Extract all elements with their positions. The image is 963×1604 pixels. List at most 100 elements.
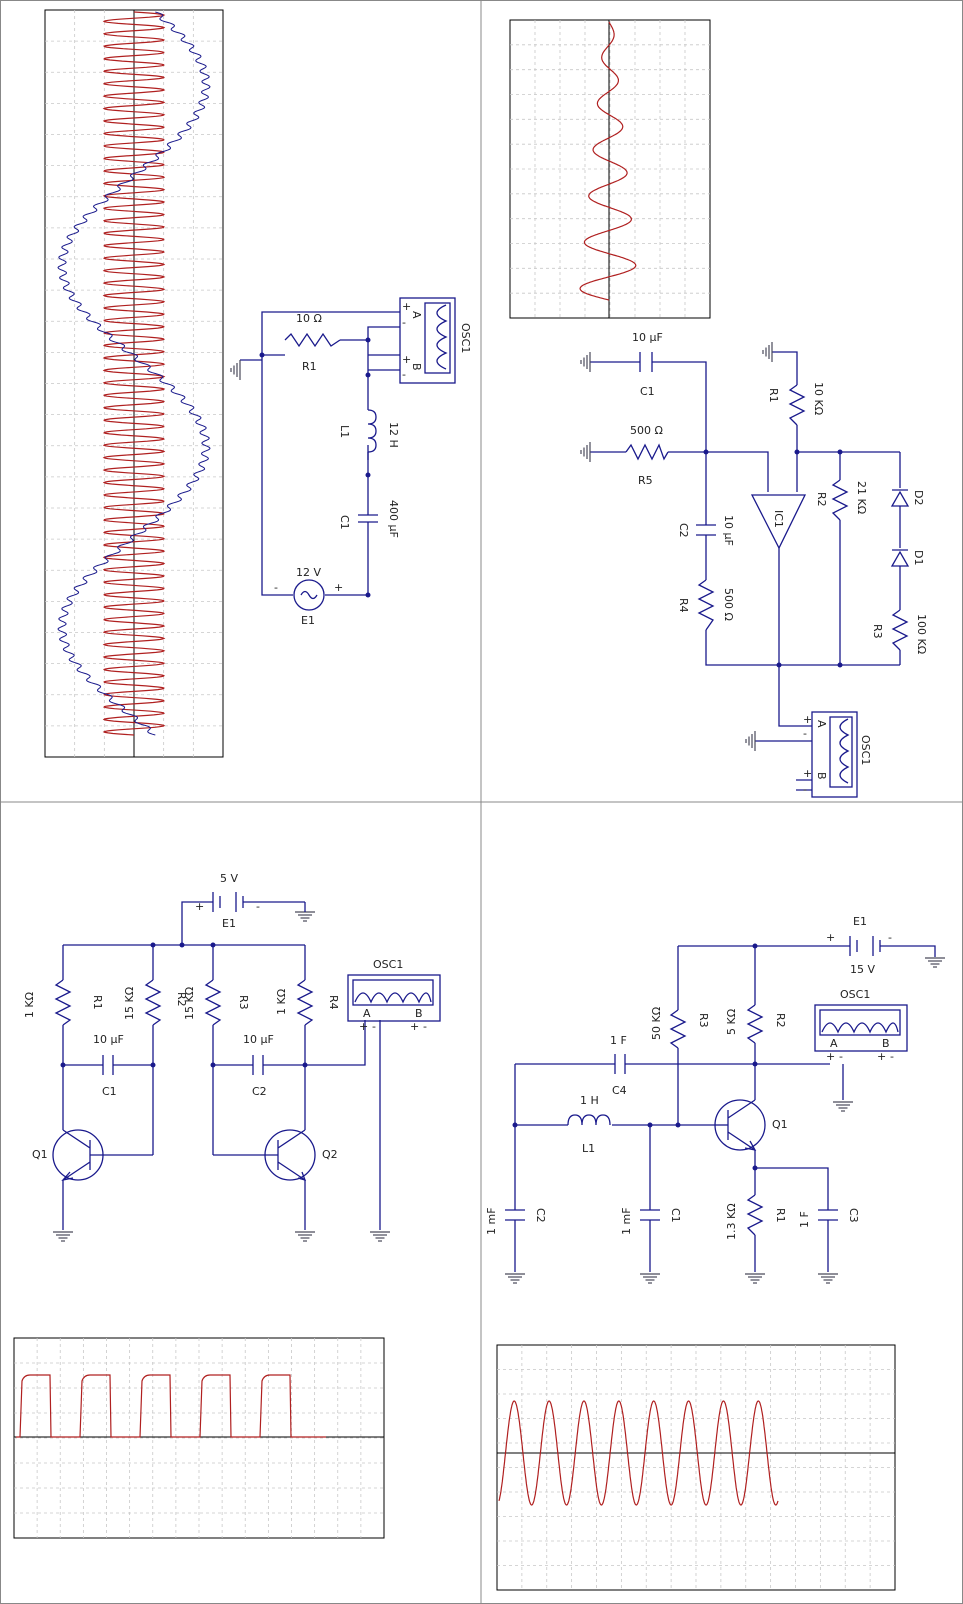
junction-icon: [179, 942, 185, 948]
osc-r3-ref: R3: [871, 624, 884, 639]
junction-icon: [365, 472, 371, 478]
multivibrator-circuit: 5 V E1 + - 1 KΩ R1 15 KΩ R2 15 KΩ R3 1 K…: [13, 872, 441, 1539]
cp-c1-ref: C1: [669, 1208, 682, 1223]
ground-icon: [924, 957, 946, 968]
junction-icon: [837, 449, 843, 455]
junction-icon: [365, 592, 371, 598]
mv-q1-ref: Q1: [32, 1148, 48, 1161]
cp-e1-minus: -: [888, 931, 892, 944]
osc-d2-ref: D2: [912, 490, 925, 505]
cp-wire-top: [677, 945, 936, 1010]
colpitts-oscilloscope: OSC1 A B + - + -: [814, 988, 908, 1063]
mv-r3-value: 15 KΩ: [183, 987, 196, 1020]
resistor-icon: [891, 609, 909, 651]
junction-icon: [365, 337, 371, 343]
resistor-icon: [669, 1009, 687, 1049]
osc-r1-value: 10 KΩ: [812, 382, 825, 415]
ground-icon: [504, 1273, 526, 1284]
ground-icon: [832, 1101, 854, 1112]
rlc-c1-value: 400 µF: [387, 500, 400, 538]
ground-icon: [230, 359, 241, 381]
mv-c2-ref: C2: [252, 1085, 267, 1098]
junction-icon: [837, 662, 843, 668]
rlc-osc-ch-b: B: [410, 363, 423, 371]
transistor-icon: [52, 1120, 153, 1230]
rlc-osc-a-plus: +: [402, 300, 411, 313]
ground-icon: [745, 730, 756, 752]
inductor-icon: [567, 1114, 611, 1126]
multivibrator-scope-grid: [14, 1338, 384, 1538]
capacitor-icon: [639, 352, 653, 372]
mv-r4-value: 1 KΩ: [275, 989, 288, 1015]
colpitts-circuit: E1 15 V + - 50 KΩ R3 5 KΩ R2 1 F C4 1 H …: [485, 915, 946, 1591]
mv-osc-ch-b: B: [415, 1007, 423, 1020]
multivibrator-oscilloscope: OSC1 A B + - + -: [347, 958, 441, 1033]
rlc-e1-minus: -: [274, 581, 278, 594]
resistor-icon: [144, 979, 162, 1026]
mv-osc-b-plus: +: [410, 1020, 419, 1033]
ground-icon: [294, 911, 316, 922]
opamp-icon: [750, 494, 807, 550]
osc-wire-c1: [590, 361, 707, 452]
waveform-icon: [821, 1022, 899, 1034]
osc-osc-ch-a: A: [815, 720, 828, 728]
rlc-l1-value: 12 H: [387, 422, 400, 448]
resistor-icon: [788, 384, 806, 426]
cp-c3-value: 1 F: [798, 1211, 811, 1228]
rlc-osc-ch-a: A: [410, 311, 423, 319]
ground-icon: [762, 341, 773, 363]
capacitor-icon: [818, 1209, 838, 1221]
rlc-wire-b: [367, 340, 400, 390]
capacitor-icon: [252, 1055, 264, 1075]
osc-r1-ref: R1: [767, 388, 780, 403]
rlc-scope-screen: [44, 9, 224, 758]
resistor-icon: [746, 1194, 764, 1236]
rlc-r1-ref: R1: [302, 360, 317, 373]
ac-source-icon: [293, 579, 325, 611]
capacitor-icon: [640, 1209, 660, 1221]
rlc-osc-a-minus: -: [402, 316, 406, 329]
waveform-icon: [436, 304, 448, 370]
rlc-osc-b-plus: +: [402, 353, 411, 366]
capacitor-icon: [358, 514, 378, 523]
rlc-e1-value: 12 V: [296, 566, 321, 579]
osc-r5-ref: R5: [638, 474, 653, 487]
cp-c4-ref: C4: [612, 1084, 627, 1097]
cp-c3-ref: C3: [847, 1208, 860, 1223]
mv-c2-value: 10 µF: [243, 1033, 274, 1046]
cp-q1-ref: Q1: [772, 1118, 788, 1131]
cp-c2-value: 1 mF: [485, 1207, 498, 1235]
mv-osc-a-plus: +: [359, 1020, 368, 1033]
cp-c1-value: 1 mF: [620, 1207, 633, 1235]
rlc-osc-ref: OSC1: [459, 323, 472, 353]
cp-osc-ch-b: B: [882, 1037, 890, 1050]
rlc-c1-ref: C1: [338, 515, 351, 530]
cp-c2-ref: C2: [534, 1208, 547, 1223]
osc-c1-value: 10 µF: [632, 331, 663, 344]
junction-icon: [210, 1062, 216, 1068]
osc-c2-ref: C2: [677, 523, 690, 538]
osc-ic-ref: IC1: [772, 510, 785, 528]
cp-l1-value: 1 H: [580, 1094, 599, 1107]
ground-icon: [52, 1231, 74, 1242]
junction-icon: [365, 372, 371, 378]
mv-osc-a-minus: -: [372, 1020, 376, 1033]
resistor-icon: [625, 443, 669, 461]
ground-icon: [580, 351, 591, 373]
rlc-wire-top: [261, 311, 400, 355]
mv-r2-ref: R2: [175, 992, 188, 1007]
ground-icon: [817, 1273, 839, 1284]
cp-r2-ref: R2: [774, 1013, 787, 1028]
sine-icon: [300, 590, 318, 600]
osc-r3-value: 100 KΩ: [915, 614, 928, 654]
osc-r2-value: 21 KΩ: [855, 481, 868, 514]
battery-icon: [849, 936, 881, 956]
capacitor-icon: [696, 524, 716, 536]
cp-e1-value: 15 V: [850, 963, 875, 976]
mv-e1-value: 5 V: [220, 872, 238, 885]
mv-c1-ref: C1: [102, 1085, 117, 1098]
osc-wire-c2-r4: [705, 452, 900, 666]
mv-q2-ref: Q2: [322, 1148, 338, 1161]
osc-c1-ref: C1: [640, 385, 655, 398]
capacitor-icon: [102, 1055, 114, 1075]
